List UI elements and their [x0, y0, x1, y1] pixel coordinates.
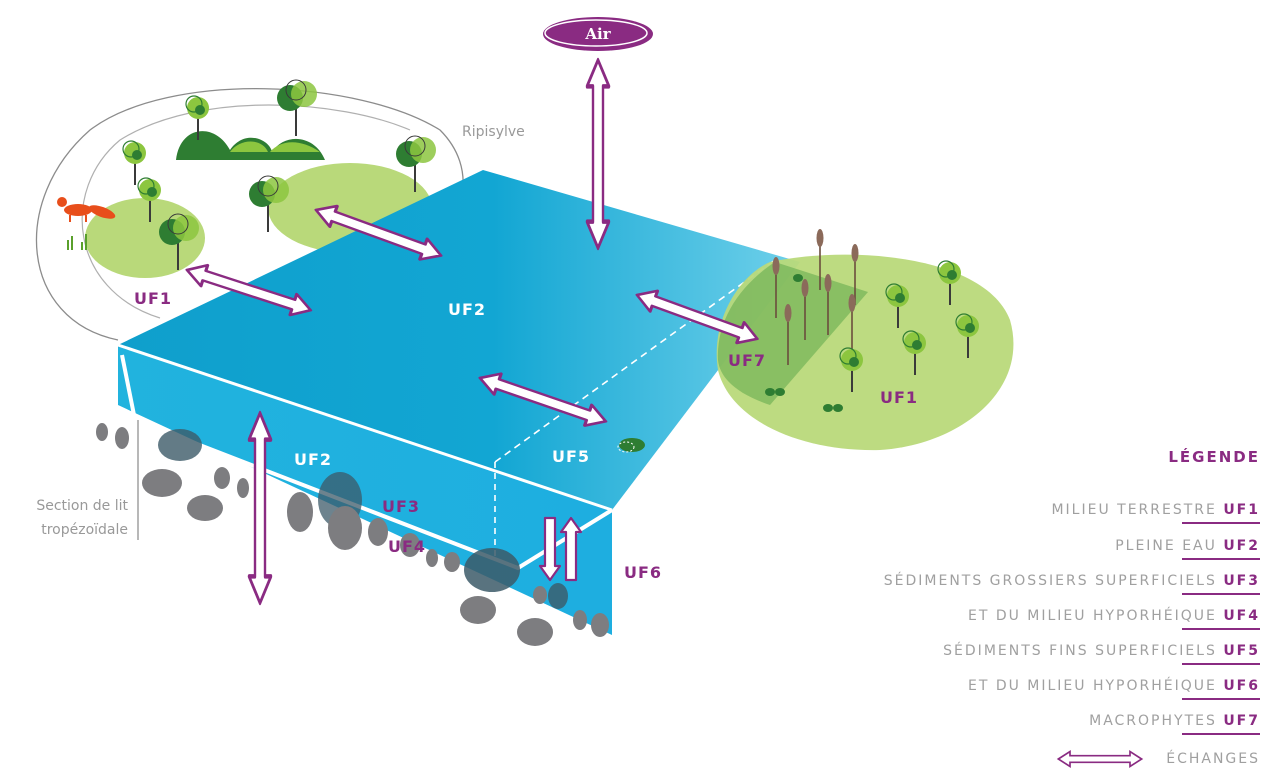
water-top-surface: [118, 170, 800, 510]
legend-item-uf5: SÉDIMENTS FINS SUPERFICIELS UF5: [943, 643, 1260, 659]
air-label: Air: [584, 25, 611, 43]
uf4-label: UF4: [388, 537, 426, 556]
legend-item-uf4: ET DU MILIEU HYPORHÉIQUE UF4: [967, 608, 1260, 624]
uf5-sediment-icon: [619, 438, 645, 452]
legend-divider: [1182, 663, 1260, 665]
legend-divider: [1182, 628, 1260, 630]
side-edge-line: [117, 343, 613, 512]
exchange-arrow-air-uf2: [587, 60, 609, 248]
ripisylve-label: Ripisylve: [462, 124, 525, 140]
exchange-arrows-uf5-uf6: [538, 516, 583, 582]
uf5-boundary-dashed: [494, 259, 776, 463]
bush-row-light: [230, 141, 320, 152]
legend-divider: [1182, 558, 1260, 560]
legend-divider: [1182, 698, 1260, 700]
air-bubble: [543, 17, 653, 51]
uf1-right-label: UF1: [880, 388, 918, 407]
section-label-line1: Section de lit: [36, 498, 128, 514]
exchange-arrow-icon: [1057, 749, 1144, 769]
section-label-line2: tropézoïdale: [41, 522, 128, 538]
fox-icon: [57, 197, 116, 222]
legend-divider: [1182, 733, 1260, 735]
legend-item-uf1: MILIEU TERRESTRE UF1: [1051, 502, 1260, 518]
legend-item-uf7: MACROPHYTES UF7: [1089, 713, 1260, 729]
legend-item-uf3: SÉDIMENTS GROSSIERS SUPERFICIELS UF3: [883, 573, 1260, 589]
uf2-side-label: UF2: [294, 450, 332, 469]
left-grass-patch: [85, 198, 205, 278]
uf7-label: UF7: [728, 351, 766, 370]
legend-divider: [1182, 593, 1260, 595]
ripisylve-outline: [36, 88, 464, 341]
pebbles: [96, 423, 609, 646]
legend-title: LÉGENDE: [1168, 448, 1260, 466]
macrophyte-zone: [717, 262, 868, 405]
legend-item-uf6: ET DU MILIEU HYPORHÉIQUE UF6: [967, 678, 1260, 694]
air-bubble-outline: [544, 19, 648, 47]
uf2-top-label: UF2: [448, 300, 486, 319]
uf6-label: UF6: [624, 563, 662, 582]
tree-icon: [276, 79, 318, 137]
uf3-label: UF3: [382, 497, 420, 516]
grass-tuft-icon: [67, 234, 87, 250]
legend-item-exchanges: ÉCHANGES: [1050, 749, 1260, 769]
legend-divider: [1182, 522, 1260, 524]
ripisylve-outline-inner: [81, 104, 411, 319]
legend-item-uf2: PLEINE EAU UF2: [1115, 538, 1260, 554]
uf5-sediment-icon-outline: [617, 441, 635, 453]
exchange-arrow-uf2-uf3: [249, 413, 271, 603]
uf1-left-label: UF1: [134, 289, 172, 308]
uf5-label: UF5: [552, 447, 590, 466]
seedling-icons: [765, 274, 843, 412]
